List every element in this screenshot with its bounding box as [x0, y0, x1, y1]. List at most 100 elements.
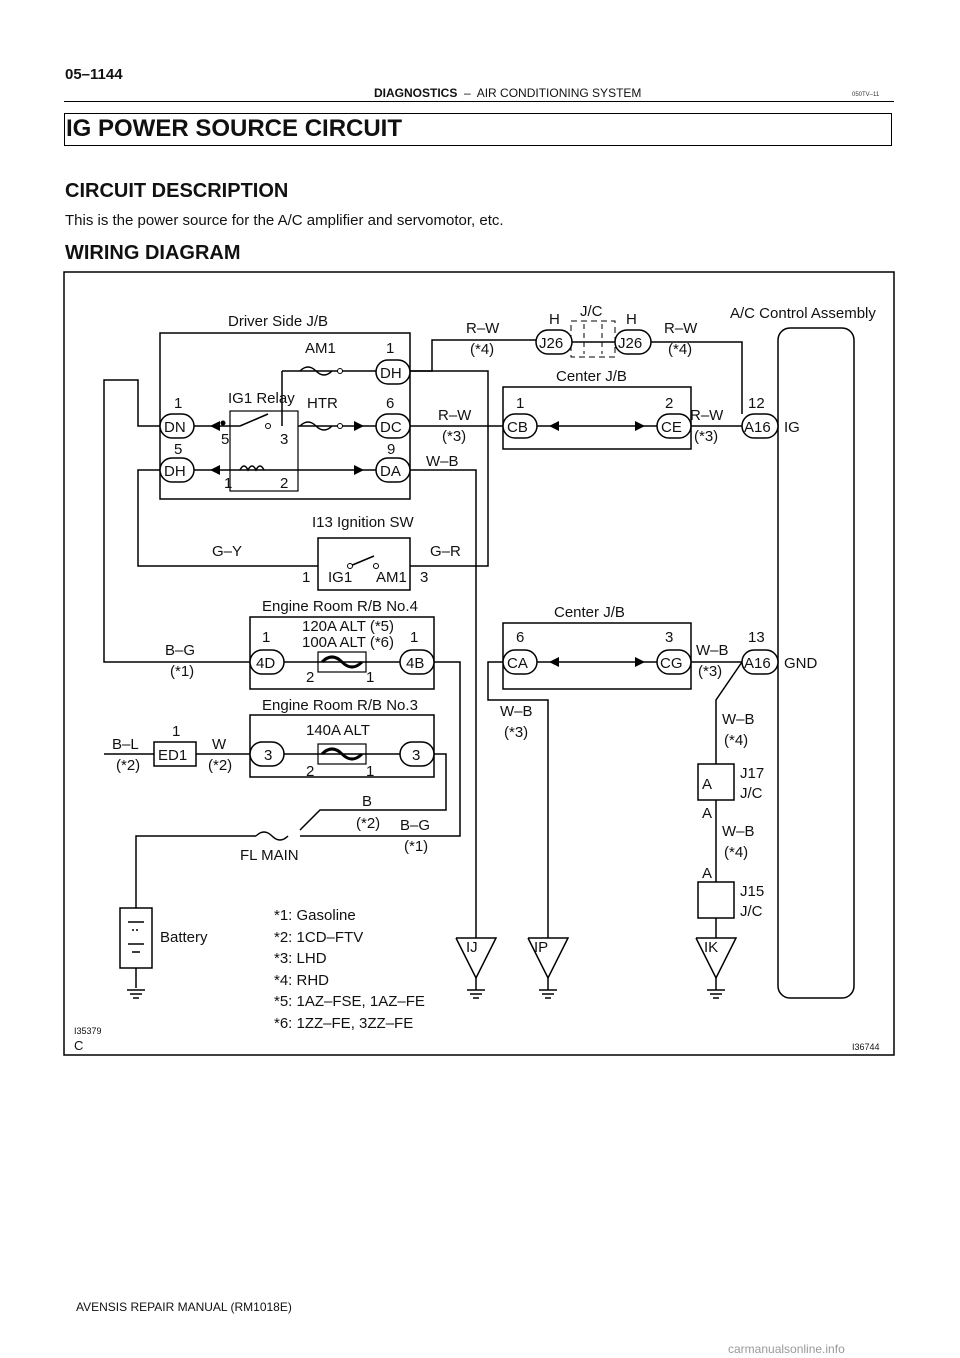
diagram-label: GND — [784, 655, 818, 672]
diagram-label: 6 — [386, 395, 394, 412]
diagram-label: 1 — [386, 340, 394, 357]
jc-dashed-box — [570, 320, 616, 358]
diagram-label: A16 — [744, 655, 771, 672]
footer: AVENSIS REPAIR MANUAL (RM1018E) — [76, 1300, 292, 1314]
diagram-label: 2 — [306, 763, 314, 780]
diagram-label: 1 — [366, 763, 374, 780]
diagram-label: (*4) — [668, 341, 692, 358]
ig1-relay-box — [229, 410, 299, 492]
diagram-label: A — [702, 776, 712, 793]
diagram-label: 140A ALT — [306, 722, 370, 739]
title-box — [64, 113, 892, 146]
center-jb-top-box — [502, 386, 692, 450]
diagram-label: (*3) — [504, 724, 528, 741]
diagram-label: 1 — [410, 629, 418, 646]
diagram-label: I36744 — [852, 1042, 880, 1052]
diagram-label: CA — [507, 655, 528, 672]
diagram-label: Engine Room R/B No.4 — [262, 598, 418, 615]
watermark: carmanualsonline.info — [728, 1342, 845, 1356]
battery-box — [119, 907, 153, 969]
diagram-label: (*2) — [116, 757, 140, 774]
diagram-label: CE — [661, 419, 682, 436]
diagram-label: IP — [534, 939, 548, 956]
diagram-label: (*3) — [698, 663, 722, 680]
diagram-label: A — [702, 865, 712, 882]
diagram-label: 1 — [224, 475, 232, 492]
diagram-label: 4D — [256, 655, 275, 672]
diagram-label: 2 — [306, 669, 314, 686]
header-subsection: AIR CONDITIONING SYSTEM — [476, 86, 642, 100]
diagram-label: J26 — [539, 335, 563, 352]
diagram-label: 3 — [412, 747, 420, 764]
diagram-label: IJ — [466, 939, 478, 956]
diagram-label: (*3) — [442, 428, 466, 445]
diagram-label: 3 — [420, 569, 428, 586]
diagram-label: 4B — [406, 655, 424, 672]
diagram-label: *1: Gasoline — [274, 907, 356, 924]
diagram-label: 1 — [302, 569, 310, 586]
diagram-label: W–B — [696, 642, 729, 659]
diagram-label: 12 — [748, 395, 765, 412]
diagram-label: R–W — [466, 320, 500, 337]
page-number: 05–1144 — [65, 66, 123, 83]
diagram-label: (*4) — [470, 341, 494, 358]
header-separator: – — [464, 86, 471, 100]
header-section: DIAGNOSTICS — [374, 86, 458, 100]
diagram-label: H — [626, 311, 637, 328]
diagram-label: Engine Room R/B No.3 — [262, 697, 418, 714]
diagram-label: 2 — [665, 395, 673, 412]
diagram-label: DH — [164, 463, 186, 480]
diagram-label: ED1 — [158, 747, 187, 764]
diagram-label: 1 — [366, 669, 374, 686]
er4-box — [249, 616, 435, 690]
diagram-label: *5: 1AZ–FSE, 1AZ–FE — [274, 993, 425, 1010]
er3-box — [249, 714, 435, 778]
diagram-label: DA — [380, 463, 401, 480]
diagram-label: J/C — [580, 303, 603, 320]
diagram-label: 13 — [748, 629, 765, 646]
diagram-label: AM1 — [305, 340, 336, 357]
diagram-label: 2 — [280, 475, 288, 492]
diagram-label: 9 — [387, 441, 395, 458]
diagram-label: *3: LHD — [274, 950, 327, 967]
diagram-label: J/C — [740, 785, 763, 802]
running-header: DIAGNOSTICS – AIR CONDITIONING SYSTEM — [374, 86, 641, 100]
diagram-label: W–B — [426, 453, 459, 470]
page-title: IG POWER SOURCE CIRCUIT — [66, 115, 403, 142]
label-driver-jb: Driver Side J/B — [228, 313, 328, 330]
diagram-label: DH — [380, 365, 402, 382]
diagram-label: HTR — [307, 395, 338, 412]
diagram-label: FL MAIN — [240, 847, 299, 864]
diagram-label: 1 — [516, 395, 524, 412]
diagram-label: (*1) — [170, 663, 194, 680]
diagram-label: A — [702, 805, 712, 822]
diagram-label: CG — [660, 655, 683, 672]
diagram-label: 1 — [172, 723, 180, 740]
diagram-label: (*1) — [404, 838, 428, 855]
diagram-label: G–R — [430, 543, 461, 560]
diagram-label: J17 — [740, 765, 764, 782]
diagram-label: R–W — [690, 407, 724, 424]
diagram-label: B–L — [112, 736, 139, 753]
header-rule — [64, 101, 894, 102]
diagram-label: DN — [164, 419, 186, 436]
diagram-label: I35379 — [74, 1026, 102, 1036]
diagram-label: 3 — [665, 629, 673, 646]
diagram-label: *6: 1ZZ–FE, 3ZZ–FE — [274, 1015, 413, 1032]
diagram-label: *2: 1CD–FTV — [274, 929, 363, 946]
diagram-label: C — [74, 1038, 83, 1053]
diagram-label: 100A ALT (*6) — [302, 634, 394, 651]
header-code: 050TV–11 — [852, 92, 880, 98]
diagram-label: J/C — [740, 903, 763, 920]
diagram-label: A16 — [744, 419, 771, 436]
diagram-label: W–B — [722, 823, 755, 840]
diagram-label: (*3) — [694, 428, 718, 445]
diagram-label: IK — [704, 939, 718, 956]
diagram-label: I13 Ignition SW — [312, 514, 415, 531]
diagram-label: 6 — [516, 629, 524, 646]
diagram-label: B–G — [400, 817, 430, 834]
diagram-label: 3 — [280, 431, 288, 448]
diagram-label: J26 — [618, 335, 642, 352]
diagram-label: 1 — [262, 629, 270, 646]
